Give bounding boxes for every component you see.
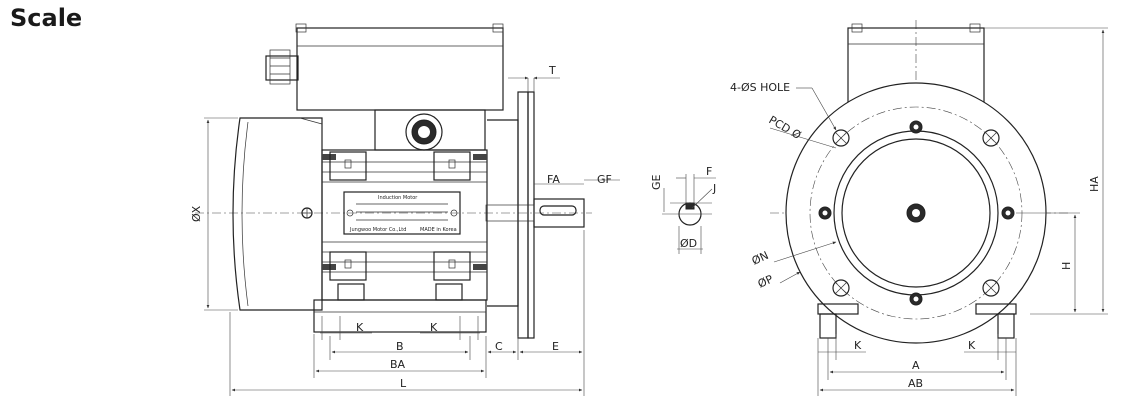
frame-screws [818, 120, 1015, 306]
dim-label-B: B [396, 340, 404, 353]
dim-label-N: ØN [750, 249, 771, 268]
nameplate: Induction Motor Jungwoo Motor Co.,Ltd MA… [343, 191, 461, 235]
dim-label-H: H [1060, 262, 1073, 270]
lug-bottom-left [329, 251, 367, 281]
dim-label-K-left: K [356, 321, 364, 334]
dim-label-T: T [548, 64, 556, 77]
shaft [485, 198, 585, 228]
dim-label-X: ØX [190, 205, 203, 222]
dim-label-K-front-right: K [968, 339, 976, 352]
bolt-holes [832, 129, 1000, 297]
bolt-hole [982, 279, 1000, 297]
motor-frame [321, 149, 488, 301]
dim-label-FA: FA [547, 173, 560, 186]
dim-label-K-right: K [430, 321, 438, 334]
dim-label-K-front-left: K [854, 339, 862, 352]
nameplate-frame [343, 191, 461, 235]
dim-label-D: ØD [680, 237, 697, 250]
dim-label-F: F [706, 165, 712, 178]
dim-label-PCD: PCD Ø [767, 113, 804, 142]
terminal-box [265, 23, 504, 151]
nameplate-maker: Jungwoo Motor Co.,Ltd [349, 227, 406, 233]
lug-top-left [329, 151, 367, 181]
front-flange [487, 91, 535, 339]
motor-body [301, 149, 488, 301]
dim-label-A: A [912, 359, 920, 372]
bolt-hole [832, 129, 850, 147]
dim-label-AB: AB [908, 377, 923, 390]
dim-label-GE: GE [650, 174, 663, 190]
fan-cover-edge [241, 121, 249, 307]
flange-plate [517, 91, 529, 339]
nameplate-heading: Induction Motor [378, 195, 418, 201]
front-view: 4-ØS HOLE PCD Ø ØN ØP H HA [730, 20, 1108, 396]
dim-label-P: ØP [756, 272, 776, 290]
front-dimensions: 4-ØS HOLE PCD Ø ØN ØP H HA [730, 27, 1108, 396]
page-title: Scale [10, 4, 83, 32]
dim-label-L: L [400, 377, 407, 390]
feet [313, 283, 487, 333]
shaft-detail: GE F J ØD [650, 165, 716, 254]
dim-label-E: E [552, 340, 559, 353]
inner-circle [841, 138, 991, 288]
side-view: Induction Motor Jungwoo Motor Co.,Ltd MA… [190, 23, 620, 396]
dim-label-BA: BA [390, 358, 406, 371]
fan-cover [232, 117, 323, 311]
dim-label-hole: 4-ØS HOLE [730, 81, 790, 94]
bolt-hole [982, 129, 1000, 147]
lug-bottom-right [433, 251, 471, 281]
cable-gland [265, 55, 299, 81]
shaft-key [539, 205, 577, 216]
lug-top-right [433, 151, 471, 181]
bolt-hole [832, 279, 850, 297]
dim-label-C: C [495, 340, 503, 353]
nameplate-origin: MADE in Korea [420, 227, 457, 233]
side-dimensions: T FA GF ØX K K [190, 64, 620, 396]
foot-base [313, 299, 487, 333]
dim-label-GF: GF [597, 173, 612, 186]
terminal-box-lid [296, 27, 504, 111]
dim-label-J: J [712, 182, 716, 195]
keyway [685, 202, 695, 210]
dim-label-HA: HA [1088, 176, 1101, 192]
